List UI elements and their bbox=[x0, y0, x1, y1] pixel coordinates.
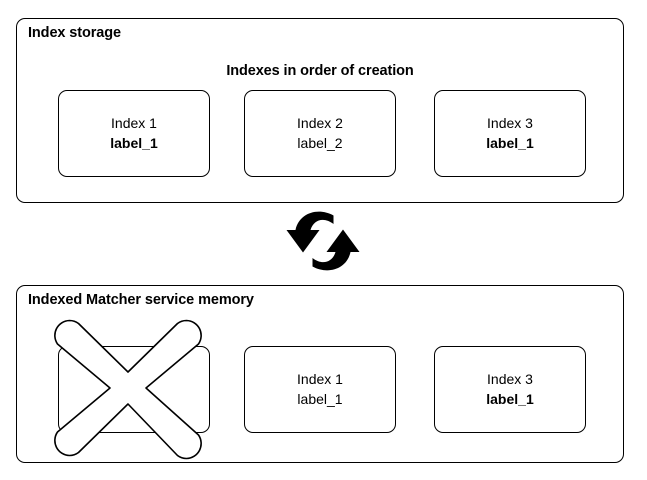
index-card-label: label_2 bbox=[297, 134, 343, 151]
index-card[interactable]: Index 3 label_1 bbox=[434, 346, 586, 433]
index-card-name: Index 3 bbox=[487, 370, 533, 387]
index-card-label: label_1 bbox=[110, 134, 158, 151]
index-card[interactable]: Index 1 label_1 bbox=[58, 90, 210, 177]
index-card-name: Index 1 bbox=[111, 114, 157, 131]
index-card-name: Index 3 bbox=[487, 114, 533, 131]
cross-out-x-icon bbox=[54, 319, 202, 460]
index-card[interactable]: Index 3 label_1 bbox=[434, 90, 586, 177]
index-card[interactable]: Index 2 label_2 bbox=[244, 90, 396, 177]
index-card-name: Index 1 bbox=[297, 370, 343, 387]
index-card-label: label_1 bbox=[486, 390, 534, 407]
index-card-label: label_1 bbox=[486, 134, 534, 151]
matcher-memory-title: Indexed Matcher service memory bbox=[28, 292, 254, 308]
indexes-order-heading: Indexes in order of creation bbox=[226, 63, 414, 79]
sync-arrows-icon bbox=[286, 211, 360, 271]
index-storage-title: Index storage bbox=[28, 25, 121, 41]
index-card-name: Index 2 bbox=[297, 114, 343, 131]
index-card[interactable]: Index 1 label_1 bbox=[244, 346, 396, 433]
index-card-label: label_1 bbox=[297, 390, 343, 407]
